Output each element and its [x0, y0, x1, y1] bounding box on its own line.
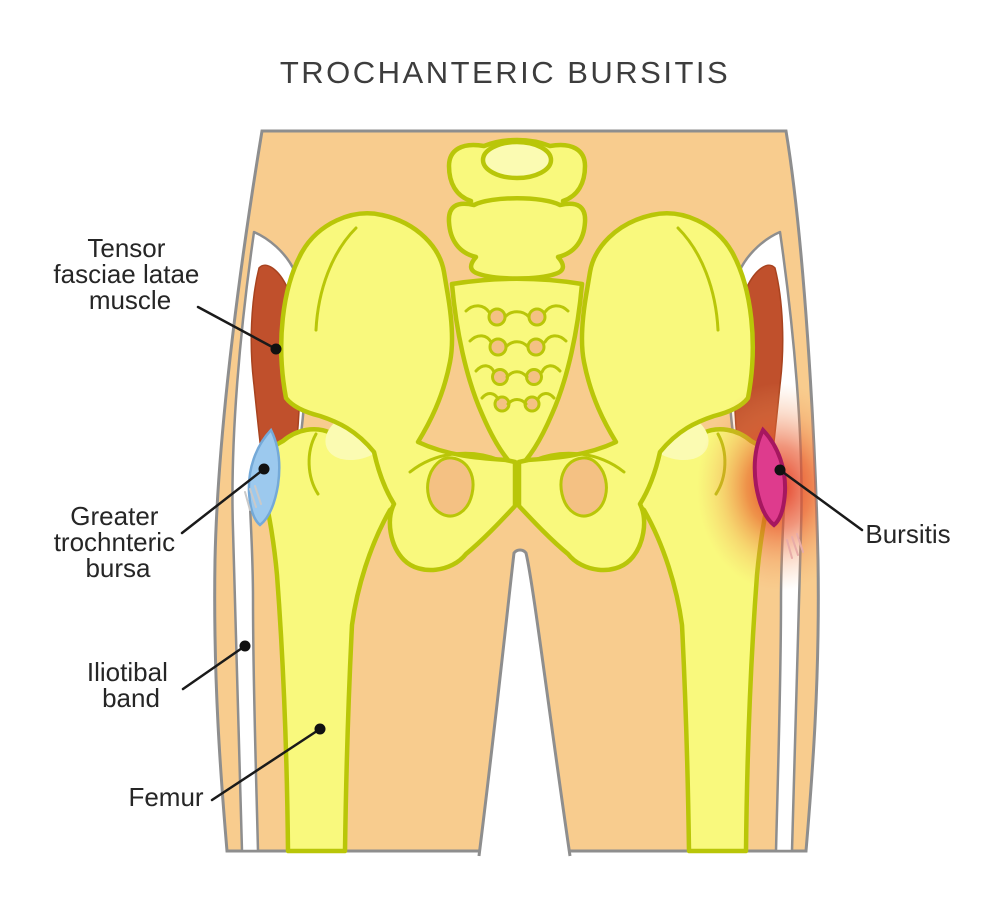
fiber-line	[254, 485, 262, 505]
lumbar-vertebra-lower	[446, 196, 588, 281]
sacral-ridge-lines	[464, 304, 570, 406]
leader-dot-bursa	[258, 463, 270, 475]
leader-line-bursitis	[778, 468, 864, 532]
fiber-line	[796, 533, 804, 553]
leader-dot-femur	[314, 723, 326, 735]
sacrum	[449, 276, 585, 472]
inner-thigh-gap	[477, 548, 572, 857]
tendon-fibers-left	[244, 485, 262, 511]
sacral-foramen	[526, 337, 546, 357]
obturator-foramen-left	[426, 456, 475, 518]
leader-lines	[180, 305, 864, 802]
label-iliotibial-band: Iliotibal band	[87, 657, 175, 713]
label-femur: Femur	[128, 782, 203, 812]
leader-line-tensor	[196, 305, 278, 351]
fiber-line	[249, 488, 257, 508]
intervertebral-disc	[480, 139, 554, 181]
leader-dot-tensor	[270, 343, 282, 355]
sacral-foramen	[488, 337, 508, 357]
obturator-foramen-right	[559, 456, 608, 518]
ischial-line-right	[532, 451, 626, 474]
leader-line-bursa	[180, 467, 266, 535]
page-title: TROCHANTERIC BURSITIS	[280, 55, 730, 90]
trochanter-line-left	[307, 432, 320, 496]
leader-dot-itband	[239, 640, 251, 652]
sacral-foramen	[487, 307, 507, 327]
fiber-line	[786, 539, 793, 559]
label-tensor-fasciae-latae: Tensor fasciae latae muscle	[53, 233, 206, 315]
label-bursitis: Bursitis	[865, 519, 950, 549]
iliac-crest-line-left	[314, 226, 358, 332]
sacral-foramen	[527, 307, 547, 327]
sacral-foramina	[464, 304, 570, 413]
tendon-fibers-right	[786, 533, 804, 559]
leader-line-femur	[210, 727, 322, 802]
greater-trochanteric-bursa-left	[247, 427, 281, 527]
ischial-line-left	[408, 451, 502, 474]
iliac-crest-line-right	[676, 226, 720, 332]
fiber-line	[244, 491, 251, 511]
leader-line-itband	[181, 644, 247, 691]
label-greater-trochanteric-bursa: Greater trochnteric bursa	[54, 501, 183, 583]
leader-dot-bursitis	[774, 464, 786, 476]
sacral-foramen	[525, 368, 543, 386]
fiber-line	[791, 536, 799, 556]
